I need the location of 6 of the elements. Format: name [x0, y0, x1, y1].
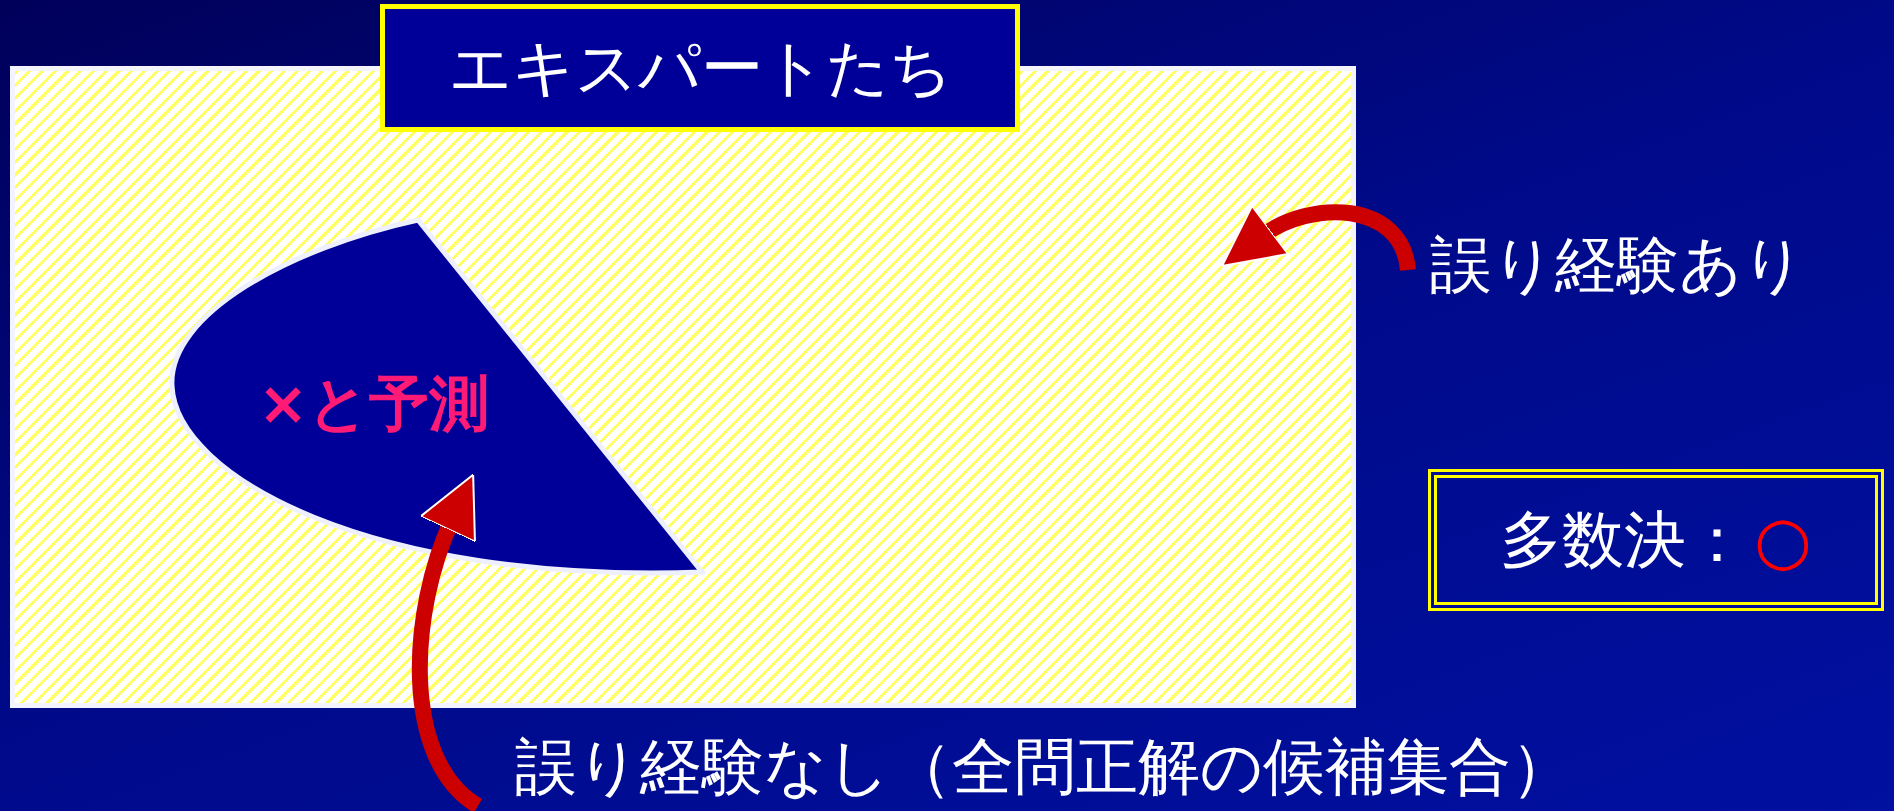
annotation-text: 誤り経験なし（全問正解の候補集合） [515, 729, 1573, 805]
curved-arrow [412, 472, 483, 811]
majority-box: 多数決：○ [1428, 469, 1884, 611]
title-box: エキスパートたち [380, 4, 1020, 132]
annotation-text: 誤り経験あり [1430, 227, 1805, 303]
sector-label: ×と予測 [258, 367, 490, 440]
